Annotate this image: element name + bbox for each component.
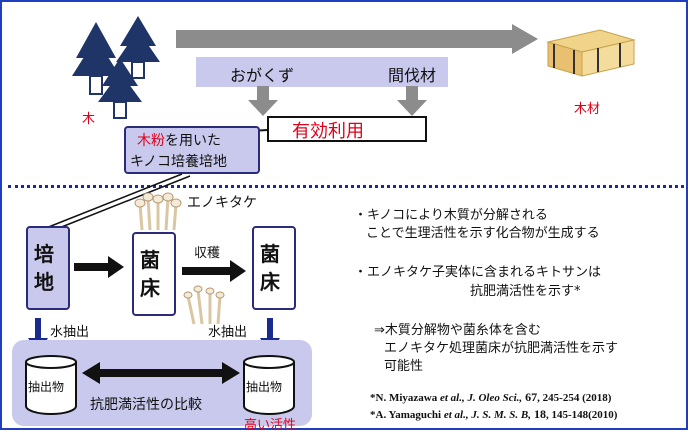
fungal-bed-2-label: 菌床 (260, 242, 280, 294)
enokitake-mushroom-icon (134, 192, 182, 231)
wood-powder-medium-box (124, 126, 260, 174)
tree-cluster-icon (72, 16, 160, 119)
sawdust-label: おがくず (230, 66, 295, 85)
citation-2-authors: *A. Yamaguchi (370, 409, 444, 421)
byproduct-band (196, 57, 448, 87)
medium-block (26, 226, 70, 310)
effective-use-label: 有効利用 (292, 121, 364, 142)
medium-box-line1: 木粉を用いた (137, 130, 221, 150)
comparison-label: 抗肥満活性の比較 (90, 397, 202, 413)
citation-2-journal: et al., J. S. M. S. B, (443, 409, 531, 421)
medium-block-label: 培地 (34, 242, 54, 294)
note-1-line1: ・キノコにより木質が分解される (354, 208, 548, 223)
extract-beaker-2-icon (243, 355, 295, 415)
extract-2-label: 抽出物 (246, 380, 283, 394)
arrow-to-bed1 (74, 256, 124, 278)
timber-label: 木材 (574, 102, 601, 117)
effective-use-box (267, 116, 427, 142)
thinned-wood-label: 間伐材 (388, 66, 437, 85)
note-1-line2: ことで生理活性を示す化合物が生成する (366, 226, 600, 241)
medium-box-highlight: 木粉 (137, 133, 165, 149)
note-2-line1: ・エノキタケ子実体に含まれるキトサンは (354, 265, 602, 280)
fungal-bed-1-label: 菌床 (140, 248, 160, 300)
medium-box-line1-rest: を用いた (165, 133, 221, 149)
citation-2: *A. Yamaguchi et al., J. S. M. S. B, 18,… (370, 407, 617, 422)
high-activity-label: 高い活性 (244, 418, 297, 433)
water-extract-label-1: 水抽出 (50, 325, 90, 340)
citation-1-pages: , 245-254 (2018) (537, 392, 612, 404)
lumber-stack-icon (546, 29, 636, 77)
comparison-double-arrow (82, 362, 240, 384)
note-3-line3: 可能性 (384, 359, 424, 374)
citation-1: *N. Miyazawa et al., J. Oleo Sci., 67, 2… (370, 390, 611, 405)
note-3-line1: ⇒木質分解物や菌糸体を含む (374, 323, 541, 338)
fungal-bed-1 (132, 232, 176, 316)
down-arrow-sawdust (248, 86, 278, 116)
connector-medium-link (45, 173, 191, 231)
extract-1-label: 抽出物 (28, 380, 65, 394)
medium-box-line2: キノコ培養培地 (130, 154, 228, 170)
note-2-line2: 抗肥満活性を示す* (470, 284, 581, 299)
harvest-label: 収穫 (194, 246, 221, 261)
citation-2-volume: 18 (530, 407, 546, 421)
section-divider (8, 185, 684, 188)
citation-1-authors: *N. Miyazawa (370, 392, 440, 404)
citation-2-pages: , 145-148(2010) (545, 409, 618, 421)
enokitake-harvested-icon (183, 285, 225, 325)
fungal-bed-2 (252, 226, 296, 310)
gray-arrow-main (176, 24, 538, 54)
extract-beaker-1-icon (25, 355, 77, 415)
tree-label: 木 (82, 112, 96, 127)
water-extract-label-2: 水抽出 (208, 325, 248, 340)
enokitake-label: エノキタケ (187, 195, 257, 211)
down-arrow-thinned (397, 86, 427, 116)
citation-1-volume: 67 (522, 390, 538, 404)
note-3-line2: エノキタケ処理菌床が抗肥満活性を示す (384, 341, 619, 356)
citation-1-journal: et al., J. Oleo Sci., (439, 392, 523, 404)
arrow-harvest (182, 260, 246, 282)
